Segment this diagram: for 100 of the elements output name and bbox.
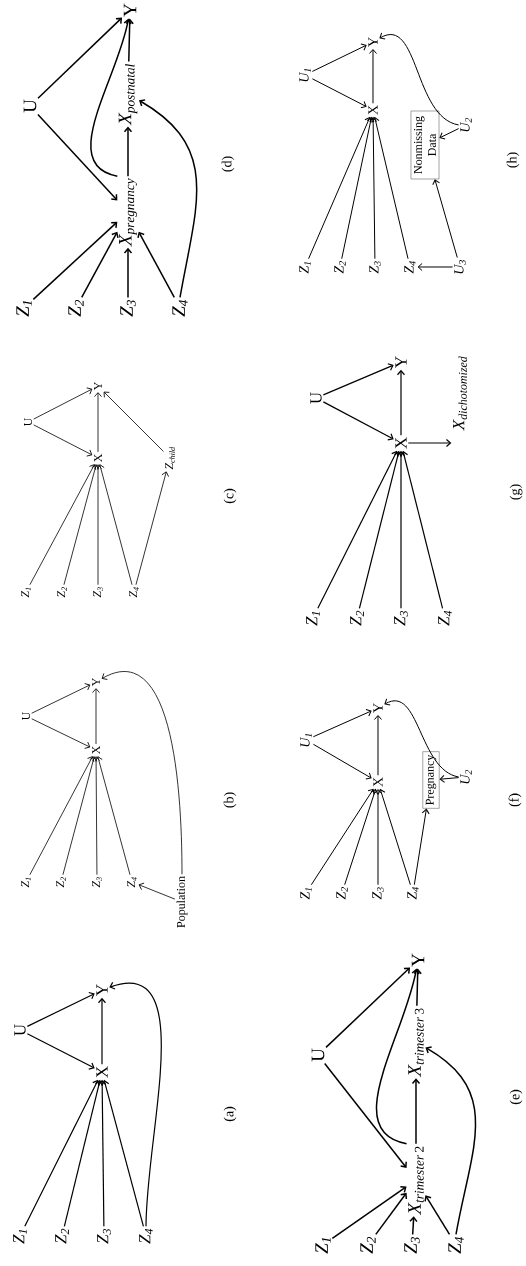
arrow — [92, 688, 100, 745]
arrow — [94, 464, 102, 586]
variable-label: U$_{1}$ — [300, 733, 312, 747]
variable-label: U$_{2}$ — [460, 117, 472, 132]
arrow — [97, 464, 133, 586]
variable-label: Z$_{3}$ — [372, 887, 384, 900]
variable-label: Z$_{1}$ — [315, 1238, 331, 1254]
panel-label: (b) — [223, 792, 237, 808]
arrow — [374, 789, 382, 886]
arrow — [123, 126, 133, 177]
arrow — [312, 709, 372, 738]
variable-label: X — [92, 745, 100, 755]
variable-label: Z$_{2}$ — [55, 1228, 69, 1244]
text-box: Pregnancy — [422, 751, 440, 809]
arrow — [80, 231, 119, 299]
arrow — [377, 788, 411, 886]
arrow — [375, 968, 420, 1145]
variable-label: U — [310, 392, 322, 404]
variable-label: Z$_{2}$ — [360, 1236, 376, 1254]
arrow — [29, 756, 95, 876]
arrow — [125, 18, 134, 63]
arrow — [417, 263, 454, 271]
arrow — [33, 387, 93, 420]
arrow — [137, 231, 176, 299]
arrow — [425, 1046, 477, 1236]
variable-label: Y — [96, 984, 108, 996]
variable-label: Y — [94, 381, 102, 391]
arrow — [94, 392, 102, 453]
variable-label: Z$_{4}$ — [127, 877, 137, 888]
variable-label: U$_{2}$ — [460, 769, 472, 784]
variable-label: Z$_{3}$ — [93, 587, 103, 598]
panel-label: (a) — [223, 1106, 237, 1122]
variable-label: $Z_{child}$ — [165, 446, 175, 470]
variable-label: $X_{postnatal}$ — [118, 64, 138, 126]
text-box: Nonmissing Data — [410, 110, 440, 180]
arrow — [92, 756, 100, 876]
variable-label: Y — [411, 953, 425, 967]
arrow — [311, 78, 367, 109]
arrow — [323, 1062, 407, 1168]
variable-label: Z$_{4}$ — [404, 261, 416, 274]
arrow — [32, 221, 118, 301]
arrow — [90, 18, 132, 177]
variable-label: Y — [368, 37, 378, 47]
arrow — [411, 1078, 421, 1145]
arrow — [62, 756, 97, 876]
arrow — [308, 116, 372, 260]
variable-label: Z$_{2}$ — [350, 610, 364, 626]
arrow — [439, 128, 460, 140]
variable-label: Z$_{1}$ — [21, 877, 31, 888]
arrow — [409, 1216, 418, 1236]
arrow — [310, 788, 375, 886]
arrow — [37, 17, 123, 100]
arrow — [358, 450, 402, 609]
arrow — [97, 997, 107, 1065]
arrow — [369, 117, 378, 260]
arrow — [101, 671, 183, 875]
panel-label: (c) — [223, 488, 237, 504]
variable-label: Z$_{1}$ — [299, 261, 311, 274]
variable-label: Z$_{2}$ — [57, 587, 67, 598]
variable-label: U — [23, 99, 37, 113]
variable-label: U$_{1}$ — [299, 68, 311, 82]
variable-label: Z$_{1}$ — [300, 887, 312, 900]
variable-label: X — [395, 437, 407, 449]
panel-label: (g) — [509, 484, 523, 500]
variable-label: X — [368, 105, 378, 115]
variable-label: $X_{dichotomized}$ — [453, 356, 467, 431]
panel-label: (e) — [509, 1089, 523, 1105]
arrow — [138, 882, 176, 900]
variable-label: U — [22, 711, 30, 721]
arrow — [26, 991, 95, 1027]
arrow — [95, 756, 131, 876]
variable-label: $X_{trimester\,3}$ — [408, 1008, 424, 1078]
arrow — [344, 788, 379, 886]
arrow — [123, 247, 133, 299]
arrow — [413, 808, 430, 886]
variable-label: Z$_{4}$ — [407, 887, 419, 900]
arrow — [109, 981, 162, 1227]
arrow — [311, 43, 367, 72]
arrow — [63, 1079, 103, 1227]
variable-label: Z$_{2}$ — [336, 887, 348, 900]
arrow — [424, 1195, 451, 1236]
arrow — [384, 698, 460, 778]
variable-label: Z$_{3}$ — [394, 610, 408, 626]
variable-label: U — [14, 1024, 26, 1036]
arrow — [26, 1033, 95, 1070]
arrow — [322, 401, 394, 441]
arrow — [407, 438, 452, 448]
arrow — [63, 464, 99, 586]
panel-label: (d) — [221, 156, 235, 172]
arrow — [135, 471, 169, 586]
variable-label: X — [373, 777, 383, 787]
arrow — [400, 450, 444, 609]
arrow — [379, 32, 460, 126]
arrow — [341, 117, 375, 260]
variable-label: U$_{3}$ — [454, 260, 466, 274]
variable-label: Y — [123, 3, 137, 17]
arrow — [317, 450, 399, 609]
arrow — [331, 1185, 407, 1240]
arrow — [33, 424, 93, 457]
variable-label: Population — [176, 876, 188, 928]
